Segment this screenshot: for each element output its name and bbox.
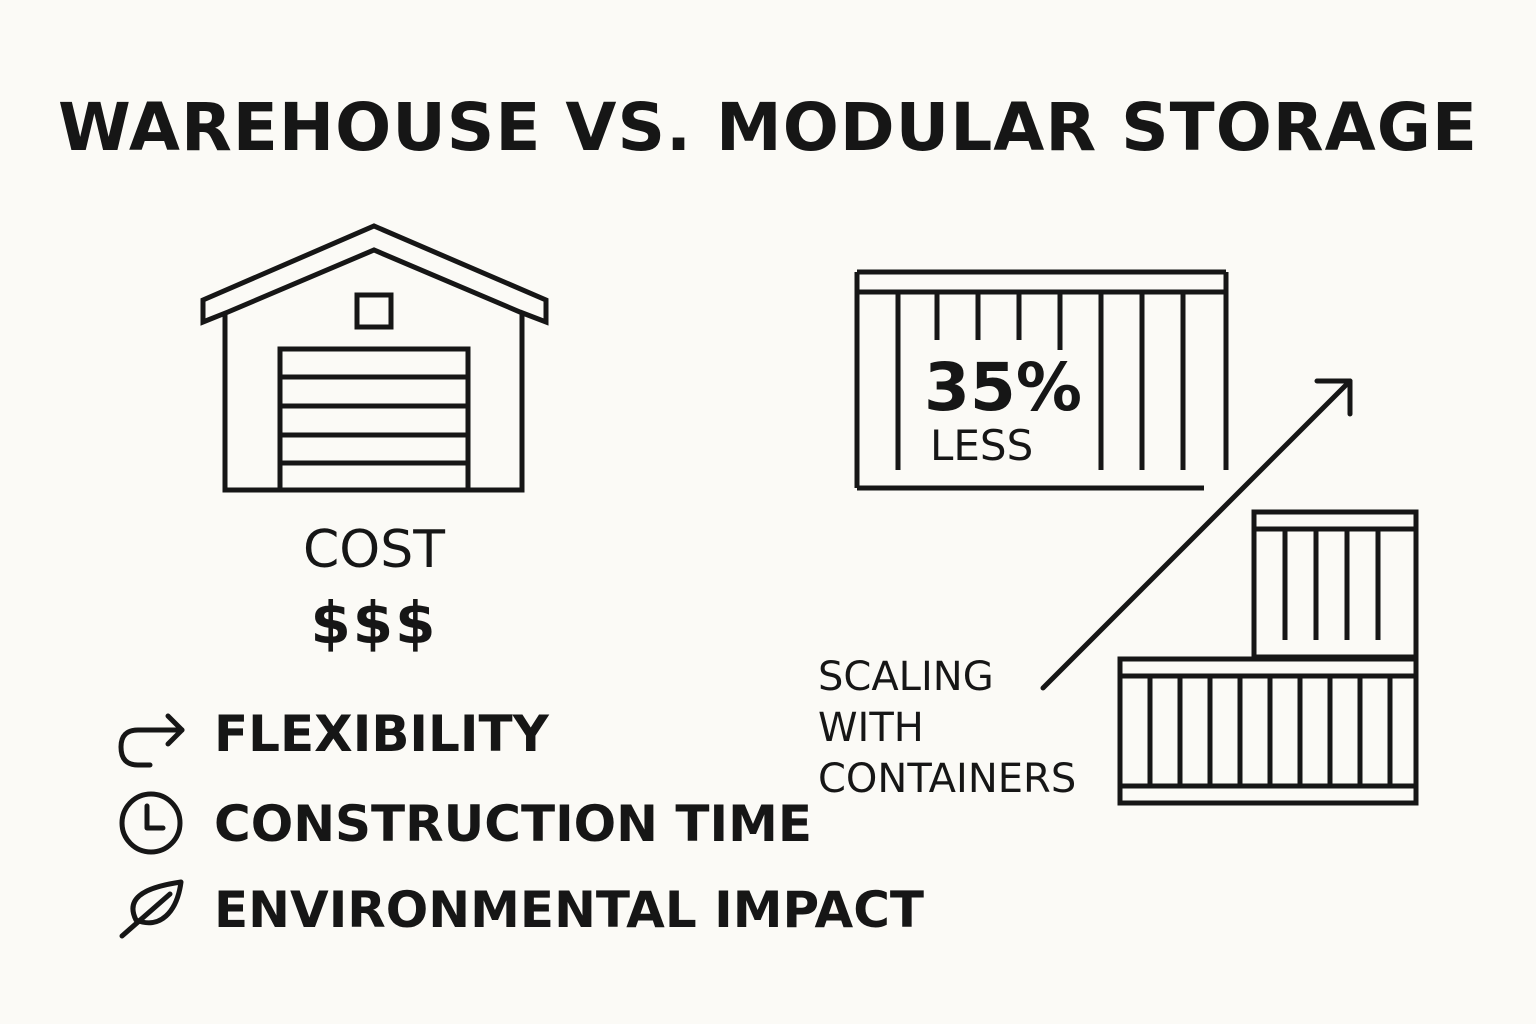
feature-environmental-impact-label: ENVIRONMENTAL IMPACT	[214, 881, 925, 939]
shipping-container-icon	[854, 269, 1229, 491]
savings-percent: 35%	[920, 350, 1086, 426]
scaling-caption: SCALING WITH CONTAINERS	[818, 652, 1076, 805]
stacked-containers-icon	[1117, 509, 1419, 806]
leaf-icon	[119, 879, 184, 939]
scaling-caption-line: CONTAINERS	[818, 756, 1077, 802]
cost-label: COST	[302, 520, 445, 580]
feature-construction-time-label: CONSTRUCTION TIME	[214, 795, 813, 853]
cost-value: $$$	[310, 589, 438, 657]
warehouse-icon	[200, 223, 549, 493]
scaling-caption-line: WITH	[818, 705, 924, 751]
savings-less-label: LESS	[926, 422, 1038, 470]
redirect-arrow-icon	[118, 713, 185, 768]
page-title: WAREHOUSE VS. MODULAR STORAGE	[58, 89, 1478, 166]
growth-arrow-icon	[1040, 378, 1353, 691]
feature-flexibility-label: FLEXIBILITY	[214, 705, 549, 763]
scaling-caption-line: SCALING	[818, 654, 994, 700]
clock-icon	[119, 791, 183, 855]
